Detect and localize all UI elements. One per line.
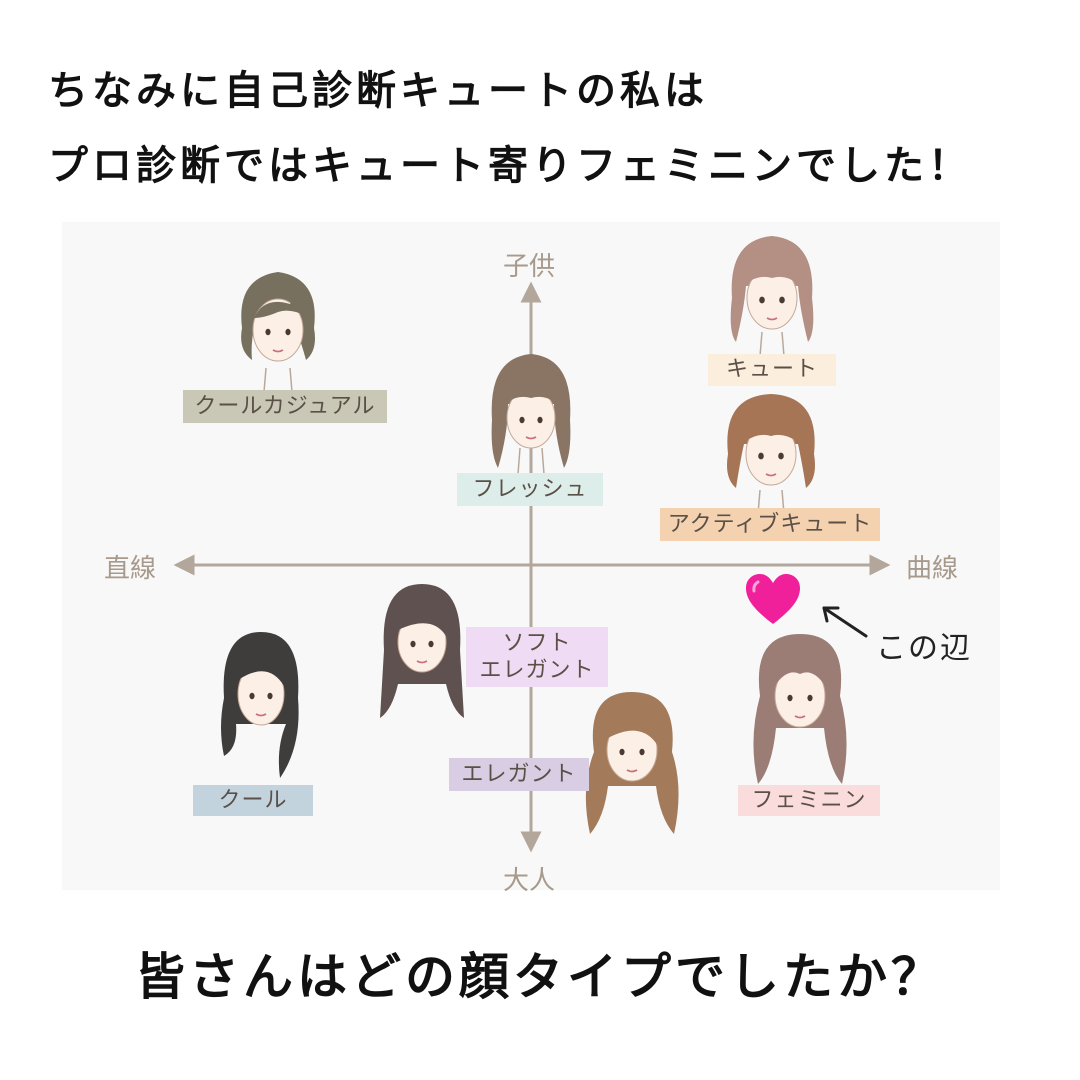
- face-fresh: [491, 354, 571, 474]
- face-active-cute: [727, 394, 815, 514]
- arrow-icon: [822, 606, 868, 638]
- label-cute: キュート: [708, 354, 836, 386]
- axis-label-top: 子供: [503, 252, 556, 282]
- label-active-cute: アクティブキュート: [660, 508, 880, 541]
- annotation-note: この辺: [876, 631, 972, 666]
- face-cool-casual: [241, 272, 315, 393]
- axis-label-bottom: 大人: [503, 866, 556, 896]
- face-elegant: [585, 692, 679, 834]
- heart-icon: [746, 574, 800, 624]
- label-fresh: フレッシュ: [457, 473, 603, 506]
- label-soft-elegant: ソフト エレガント: [466, 627, 608, 687]
- label-elegant: エレガント: [449, 758, 589, 791]
- axis-label-left: 直線: [104, 554, 157, 584]
- axis-label-right: 曲線: [906, 554, 959, 584]
- label-soft-elegant-line-1: ソフト: [502, 631, 572, 656]
- face-soft-elegant: [380, 584, 464, 718]
- closing-question: 皆さんはどの顔タイプでしたか？: [135, 948, 945, 1006]
- label-cool-casual: クールカジュアル: [183, 390, 387, 423]
- face-cool: [221, 632, 299, 778]
- headline-line-1: ちなみに自己診断キュートの私は: [48, 68, 708, 114]
- face-cute: [730, 236, 814, 356]
- label-feminine: フェミニン: [738, 785, 880, 816]
- label-soft-elegant-line-2: エレガント: [479, 658, 595, 683]
- label-cool: クール: [193, 785, 313, 816]
- face-feminine: [753, 634, 847, 784]
- headline-line-2: プロ診断ではキュート寄りフェミニンでした！: [48, 143, 972, 189]
